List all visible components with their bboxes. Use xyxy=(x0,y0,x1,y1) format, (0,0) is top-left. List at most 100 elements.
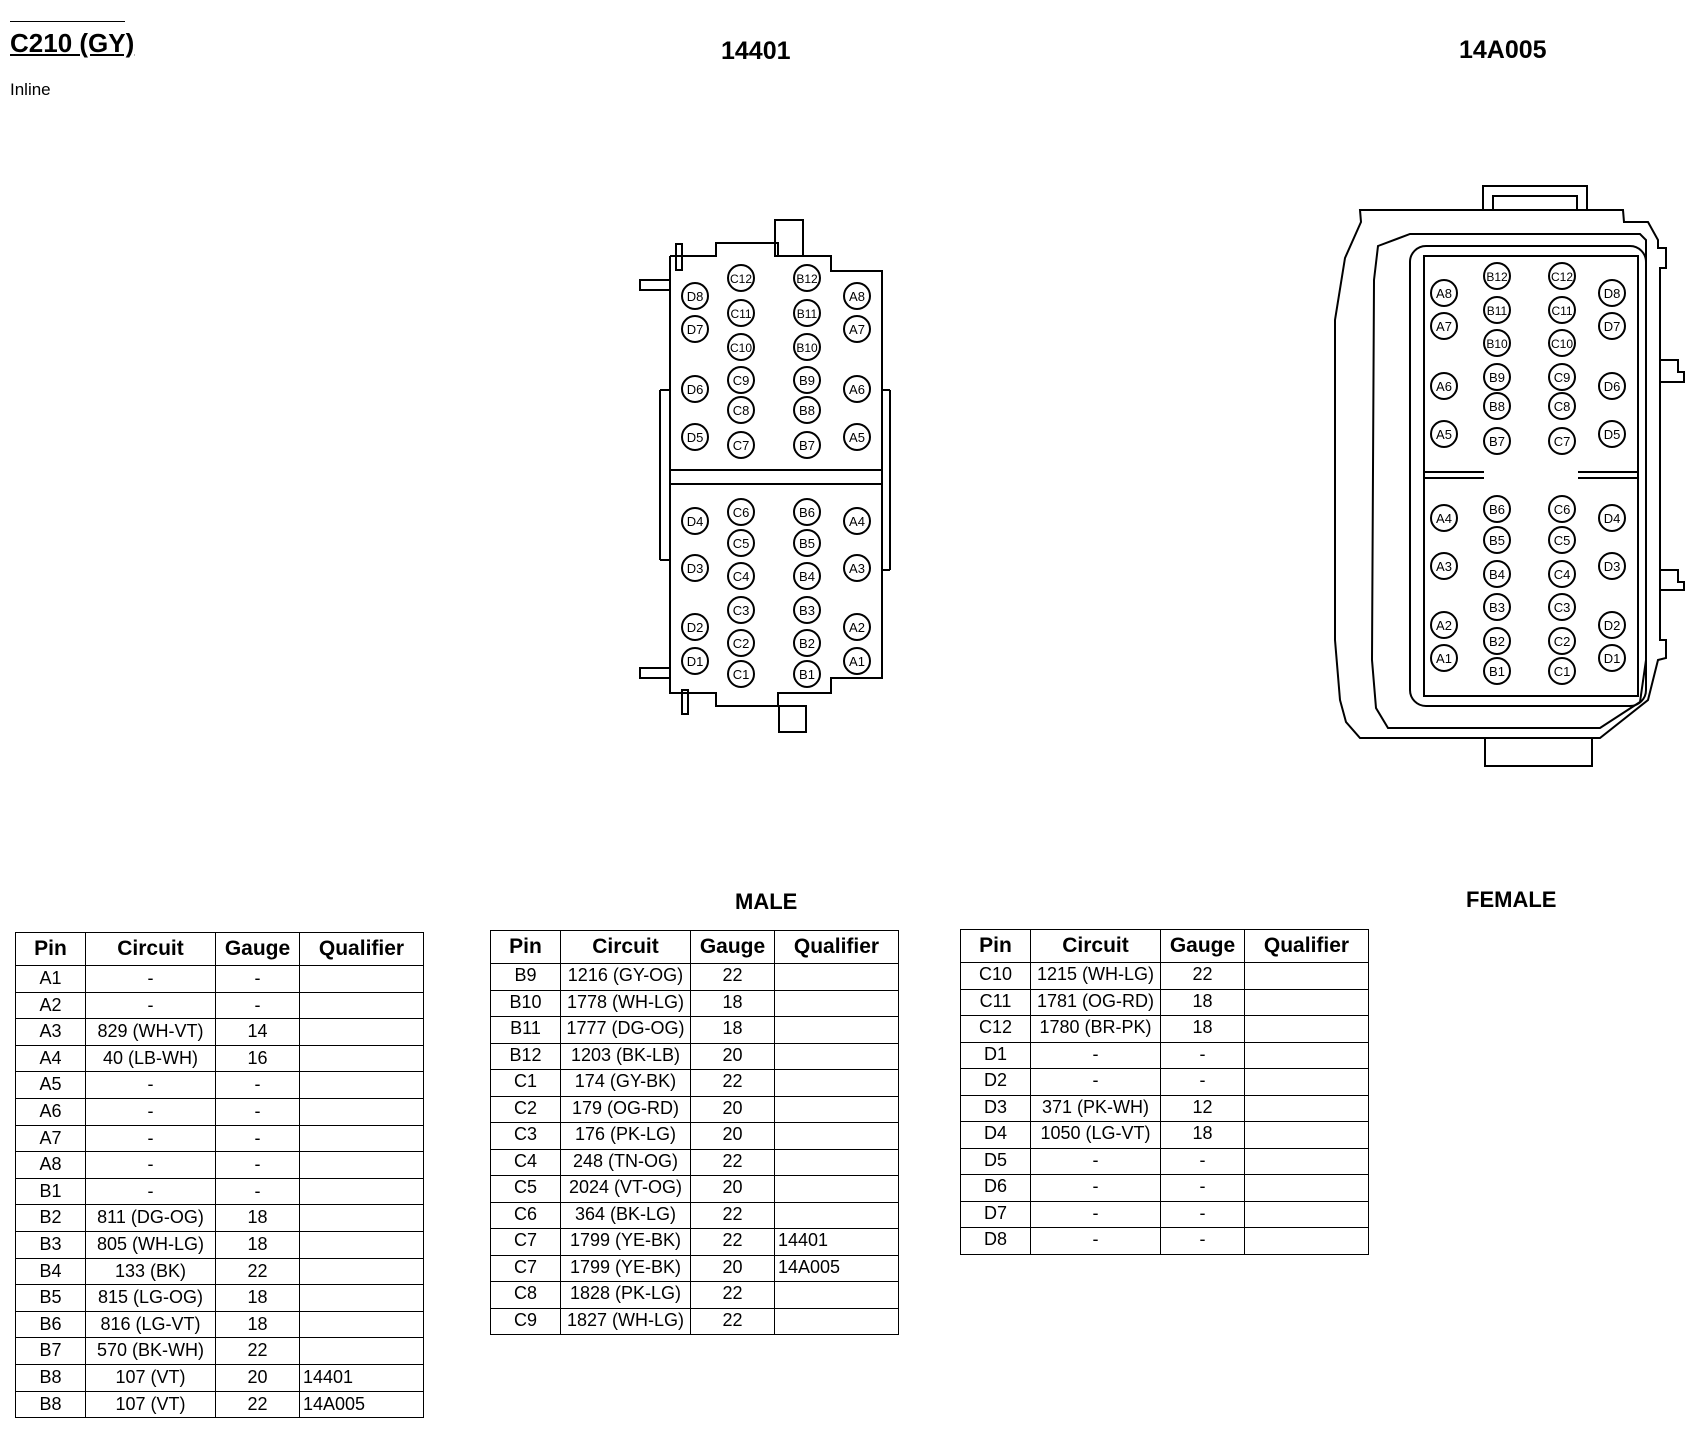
pin-label: C10 xyxy=(730,341,752,355)
pin-d3: D3 xyxy=(681,554,709,582)
pin-a1: A1 xyxy=(1430,644,1458,672)
gauge-cell: 18 xyxy=(215,1204,300,1232)
pin-circle xyxy=(727,366,755,394)
pin-label: B3 xyxy=(1489,600,1505,615)
gauge-cell: 18 xyxy=(1160,988,1245,1016)
column-header-gauge: Gauge xyxy=(1160,929,1245,963)
qualifier-cell xyxy=(299,1284,424,1312)
pin-b6: B6 xyxy=(793,498,821,526)
qualifier-cell xyxy=(1244,962,1369,990)
gauge-cell: 22 xyxy=(1160,962,1245,990)
qualifier-cell xyxy=(1244,1015,1369,1043)
pin-c1: C1 xyxy=(727,660,755,688)
pin-b5: B5 xyxy=(793,529,821,557)
pin-a8: A8 xyxy=(1430,279,1458,307)
pin-a8: A8 xyxy=(843,282,871,310)
circuit-cell: - xyxy=(1030,1200,1161,1228)
qualifier-cell xyxy=(1244,988,1369,1016)
pin-a4: A4 xyxy=(1430,504,1458,532)
pin-b9: B9 xyxy=(1483,363,1511,391)
pin-label: B9 xyxy=(799,373,815,388)
gauge-cell: - xyxy=(215,991,300,1020)
pin-cell: D8 xyxy=(960,1227,1031,1255)
pin-label: B8 xyxy=(799,403,815,418)
pin-circle xyxy=(1483,329,1511,357)
pin-circle xyxy=(843,423,871,451)
pin-a6: A6 xyxy=(1430,372,1458,400)
pin-circle xyxy=(1430,552,1458,580)
pin-d4: D4 xyxy=(1598,504,1626,532)
pin-label: C12 xyxy=(730,272,752,286)
gauge-cell: 18 xyxy=(215,1230,300,1259)
pin-cell: B12 xyxy=(490,1042,561,1070)
circuit-cell: 570 (BK-WH) xyxy=(85,1337,216,1365)
pin-label: A6 xyxy=(849,382,865,397)
pin-circle xyxy=(1548,296,1576,324)
pin-label: C4 xyxy=(733,569,750,584)
pin-label: B2 xyxy=(1489,634,1505,649)
pin-d5: D5 xyxy=(1598,420,1626,448)
pin-circle xyxy=(727,660,755,688)
gauge-cell: 22 xyxy=(690,1228,775,1256)
circuit-cell: 829 (WH-VT) xyxy=(85,1018,216,1046)
pin-circle xyxy=(1430,372,1458,400)
pin-circle xyxy=(681,554,709,582)
table-row: A6-- xyxy=(15,1097,424,1126)
pin-d8: D8 xyxy=(681,282,709,310)
circuit-cell: 811 (DG-OG) xyxy=(85,1204,216,1232)
pin-cell: D6 xyxy=(960,1174,1031,1202)
pin-label: B12 xyxy=(1486,270,1508,284)
pin-b9: B9 xyxy=(793,366,821,394)
pin-circle xyxy=(1430,420,1458,448)
column-header-circuit: Circuit xyxy=(560,930,691,964)
qualifier-cell xyxy=(1244,1200,1369,1228)
pin-circle xyxy=(1483,363,1511,391)
pin-a1: A1 xyxy=(843,647,871,675)
pin-circle xyxy=(681,315,709,343)
circuit-cell: - xyxy=(1030,1174,1161,1202)
column-header-qualifier: Qualifier xyxy=(1244,929,1369,963)
pin-label: D2 xyxy=(1604,618,1621,633)
connector-title: C210 (GY) xyxy=(10,28,135,58)
pin-cell: D7 xyxy=(960,1200,1031,1228)
pin-circle xyxy=(843,554,871,582)
male-pin-map: D8D7D6D5D4D3D2D1C12C11C10C9C8C7C6C5C4C3C… xyxy=(681,264,871,688)
pin-circle xyxy=(1598,372,1626,400)
qualifier-cell xyxy=(1244,1068,1369,1096)
gauge-cell: 22 xyxy=(690,1148,775,1176)
pin-c6: C6 xyxy=(1548,495,1576,523)
pin-label: C10 xyxy=(1551,337,1573,351)
pin-circle xyxy=(727,264,755,292)
qualifier-cell: 14401 xyxy=(299,1363,424,1392)
pin-cell: B3 xyxy=(15,1230,86,1259)
pin-label: C6 xyxy=(1554,502,1571,517)
circuit-cell: - xyxy=(85,1097,216,1126)
pin-b5: B5 xyxy=(1483,526,1511,554)
pin-circle xyxy=(681,647,709,675)
pin-circle xyxy=(1430,312,1458,340)
pin-circle xyxy=(681,423,709,451)
qualifier-cell xyxy=(1244,1121,1369,1149)
pin-a5: A5 xyxy=(843,423,871,451)
pin-b7: B7 xyxy=(1483,427,1511,455)
pin-label: C1 xyxy=(1554,664,1571,679)
pin-circle xyxy=(1548,495,1576,523)
column-header-gauge: Gauge xyxy=(690,930,775,964)
pin-circle xyxy=(843,507,871,535)
pin-circle xyxy=(1430,279,1458,307)
pin-label: B4 xyxy=(1489,567,1505,582)
pin-label: B4 xyxy=(799,569,815,584)
pin-b4: B4 xyxy=(1483,560,1511,588)
pin-label: B3 xyxy=(799,603,815,618)
